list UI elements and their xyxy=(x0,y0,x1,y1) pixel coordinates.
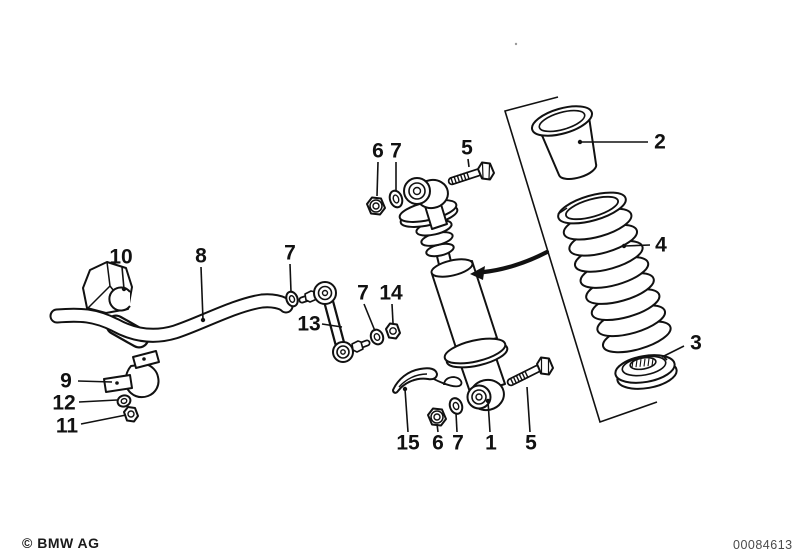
copyright-notice: © BMW AG xyxy=(22,535,100,551)
callout-leader-line xyxy=(321,323,343,328)
upper-nut xyxy=(366,196,386,216)
callout-leader-line xyxy=(487,400,491,433)
callout-number-5: 5 xyxy=(525,432,537,455)
link-washer-lower xyxy=(369,328,385,346)
callout-number-9: 9 xyxy=(60,370,72,393)
rubber-boot xyxy=(531,105,598,180)
callout-leader-line xyxy=(526,386,531,433)
lower-bolt xyxy=(506,356,554,387)
callout-leader-dot xyxy=(402,386,408,392)
callout-leader-line xyxy=(80,414,127,425)
callout-leader-line xyxy=(436,423,439,433)
callout-number-2: 2 xyxy=(654,131,666,154)
callout-number-5: 5 xyxy=(461,137,473,160)
callout-number-7: 7 xyxy=(452,432,464,455)
callout-number-4: 4 xyxy=(655,234,667,257)
callout-leader-dot xyxy=(121,286,127,292)
callout-number-6: 6 xyxy=(372,140,384,163)
callout-number-7: 7 xyxy=(284,242,296,265)
callout-number-11: 11 xyxy=(56,415,79,438)
protection-plate xyxy=(392,367,438,394)
callout-number-13: 13 xyxy=(297,313,320,336)
document-number: 00084613 xyxy=(733,538,793,552)
spring-pad xyxy=(614,354,678,390)
callout-leader-dot xyxy=(577,139,583,145)
callout-leader-dot xyxy=(200,317,206,323)
callout-leader-line xyxy=(661,345,685,358)
callout-number-12: 12 xyxy=(52,392,75,415)
callout-leader-line xyxy=(200,266,204,321)
callout-number-10: 10 xyxy=(109,246,132,269)
link-nut xyxy=(385,322,401,340)
callout-leader-line xyxy=(289,263,292,293)
callout-leader-line xyxy=(363,303,376,332)
callout-leader-line xyxy=(404,388,409,433)
callout-number-7: 7 xyxy=(390,140,402,163)
link-washer-upper xyxy=(285,290,299,308)
callout-leader-dot xyxy=(485,398,491,404)
assembly-direction-arrow xyxy=(470,249,550,280)
shock-absorber xyxy=(398,177,509,412)
upper-bolt xyxy=(447,161,495,186)
callout-number-14: 14 xyxy=(379,282,403,305)
callout-number-1: 1 xyxy=(485,432,497,455)
lower-washer xyxy=(448,397,464,415)
callout-number-8: 8 xyxy=(195,245,207,268)
coil-spring xyxy=(557,191,672,354)
callout-leader-line xyxy=(77,380,113,383)
callout-leader-line xyxy=(455,412,458,433)
bracket-nut xyxy=(123,406,139,423)
callout-leader-line xyxy=(78,399,118,403)
callout-leader-line xyxy=(121,266,125,290)
print-speck xyxy=(514,42,518,46)
callout-leader-line xyxy=(623,244,651,247)
callout-number-6: 6 xyxy=(432,432,444,455)
callout-leader-line xyxy=(376,161,379,197)
callout-number-15: 15 xyxy=(396,432,420,455)
callout-number-7: 7 xyxy=(357,282,369,305)
lower-nut xyxy=(427,407,447,427)
bracket-washer xyxy=(116,394,132,408)
stabilizer-bracket xyxy=(103,350,160,399)
stabilizer-rubber-mount xyxy=(82,261,133,314)
callout-leader-line xyxy=(467,158,470,168)
callout-leader-dot xyxy=(621,243,627,249)
reference-frame-lines xyxy=(503,96,658,424)
callout-leader-line xyxy=(391,303,394,324)
stabilizer-bar xyxy=(49,293,294,349)
callout-number-3: 3 xyxy=(690,332,702,355)
upper-washer xyxy=(388,189,404,209)
